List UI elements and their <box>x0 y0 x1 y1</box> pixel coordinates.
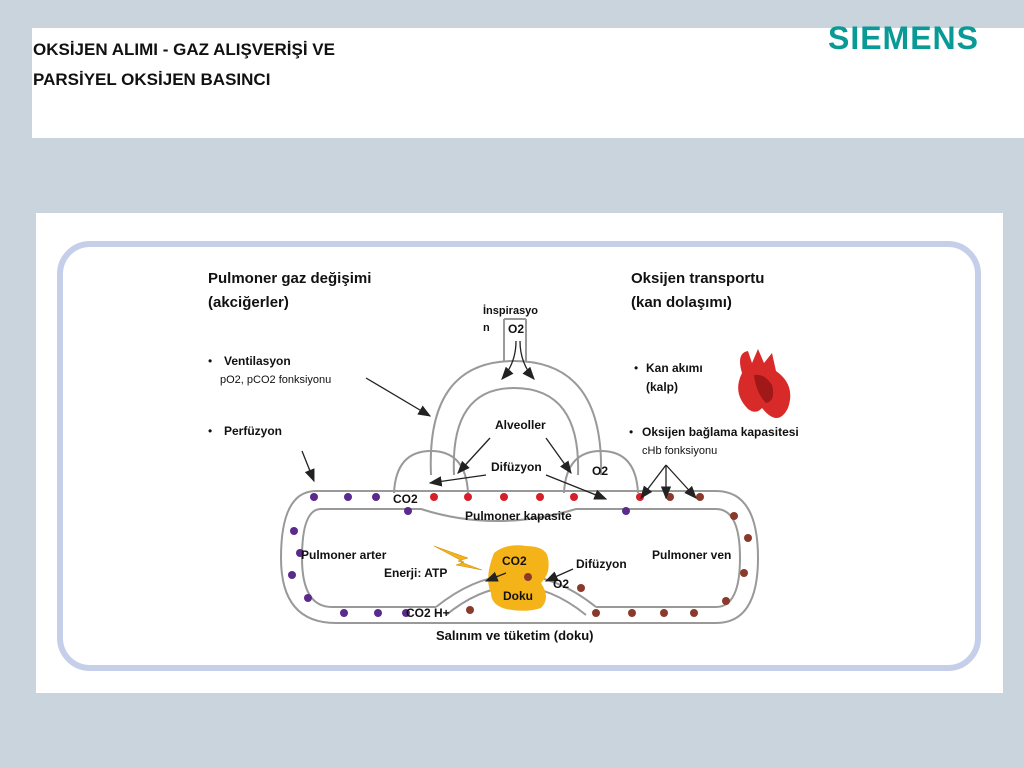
arrow <box>301 450 315 483</box>
dot <box>730 512 738 520</box>
dot <box>722 597 730 605</box>
tissue-label: Doku <box>503 589 533 603</box>
dot <box>740 569 748 577</box>
bullet-icon: • <box>629 425 633 439</box>
dot <box>524 573 532 581</box>
title-line-1: OKSİJEN ALIMI - GAZ ALIŞVERİŞİ VE <box>33 40 335 59</box>
diagram-panel: Pulmoner gaz değişimi (akciğerler) Oksij… <box>36 213 1003 693</box>
bullet-icon: • <box>208 354 212 368</box>
arrows <box>301 340 697 582</box>
dots-brown <box>466 493 752 617</box>
arrow <box>501 340 517 380</box>
arrow <box>545 474 608 500</box>
o2-top-label: O2 <box>508 322 524 336</box>
blood-flow-sub: (kalp) <box>646 380 678 394</box>
co2-tissue-label: CO2 <box>502 554 527 568</box>
title-line-2: PARSİYEL OKSİJEN BASINCI <box>33 70 271 89</box>
capillary-label: Pulmoner kapasite <box>465 509 572 523</box>
ventilation-label: Ventilasyon <box>224 354 291 368</box>
dot <box>636 493 644 501</box>
dot <box>592 609 600 617</box>
dot <box>374 609 382 617</box>
dot <box>288 571 296 579</box>
arrow <box>519 340 535 380</box>
heart-icon <box>738 349 791 418</box>
co2-h-label: CO2 H+ <box>406 606 450 620</box>
binding-label: Oksijen bağlama kapasitesi <box>642 425 799 439</box>
dot <box>744 534 752 542</box>
perfusion-label: Perfüzyon <box>224 424 282 438</box>
binding-sub: cHb fonksiyonu <box>642 445 717 457</box>
co2-left-label: CO2 <box>393 492 418 506</box>
dot <box>660 609 668 617</box>
left-heading-2: (akciğerler) <box>208 294 289 311</box>
airway-tube <box>503 318 527 361</box>
dot <box>622 507 630 515</box>
right-heading-1: Oksijen transportu <box>631 270 764 287</box>
o2-tissue-label: O2 <box>553 577 569 591</box>
lung-arch-inner <box>452 386 580 476</box>
bullet-icon: • <box>634 361 638 375</box>
dot <box>570 493 578 501</box>
diffusion-top-label: Difüzyon <box>491 460 542 474</box>
inspiration-label-2: n <box>483 322 490 334</box>
dot <box>666 493 674 501</box>
dot <box>372 493 380 501</box>
dot <box>404 507 412 515</box>
dot <box>340 609 348 617</box>
title-bar <box>32 28 1024 138</box>
bullet-icon: • <box>208 424 212 438</box>
dot <box>296 549 304 557</box>
dot <box>402 609 410 617</box>
arrow <box>665 464 697 499</box>
dot <box>310 493 318 501</box>
dot <box>536 493 544 501</box>
inspiration-label-1: İnspirasyo <box>483 304 538 317</box>
dot <box>290 527 298 535</box>
dot <box>577 584 585 592</box>
blood-flow-label: Kan akımı <box>646 361 703 375</box>
arrow <box>365 377 432 417</box>
dot <box>464 493 472 501</box>
dot <box>628 609 636 617</box>
diffusion-bottom-label: Difüzyon <box>576 557 627 571</box>
dot <box>344 493 352 501</box>
left-heading-1: Pulmoner gaz değişimi <box>208 270 371 287</box>
right-heading-2: (kan dolaşımı) <box>631 294 732 311</box>
arrow <box>545 437 572 475</box>
artery-label: Pulmoner arter <box>301 548 387 562</box>
lung-arch-outer <box>429 359 603 476</box>
diagram-frame <box>57 241 981 671</box>
dot <box>304 594 312 602</box>
dot <box>696 493 704 501</box>
alveoli-label: Alveoller <box>495 418 546 432</box>
tissue-blob <box>488 545 549 611</box>
page-title: OKSİJEN ALIMI - GAZ ALIŞVERİŞİ VE PARSİY… <box>33 35 335 95</box>
dot <box>466 606 474 614</box>
vein-label: Pulmoner ven <box>652 548 731 562</box>
dots-red <box>430 493 644 501</box>
arrow <box>640 464 667 500</box>
arrow <box>484 571 507 582</box>
dots-purple <box>288 493 630 617</box>
dot <box>690 609 698 617</box>
arrow <box>428 474 487 487</box>
dot <box>500 493 508 501</box>
energy-label: Enerji: ATP <box>384 566 447 580</box>
o2-right-label: O2 <box>592 464 608 478</box>
dot <box>430 493 438 501</box>
arrow <box>457 437 491 474</box>
lightning-icon <box>433 545 483 571</box>
gas-exchange-diagram: Pulmoner gaz değişimi (akciğerler) Oksij… <box>57 241 981 671</box>
release-label: Salınım ve tüketim (doku) <box>436 628 593 643</box>
arrow <box>544 568 574 582</box>
ventilation-sub: pO2, pCO2 fonksiyonu <box>220 374 331 386</box>
siemens-logo: SIEMENS <box>827 20 979 56</box>
